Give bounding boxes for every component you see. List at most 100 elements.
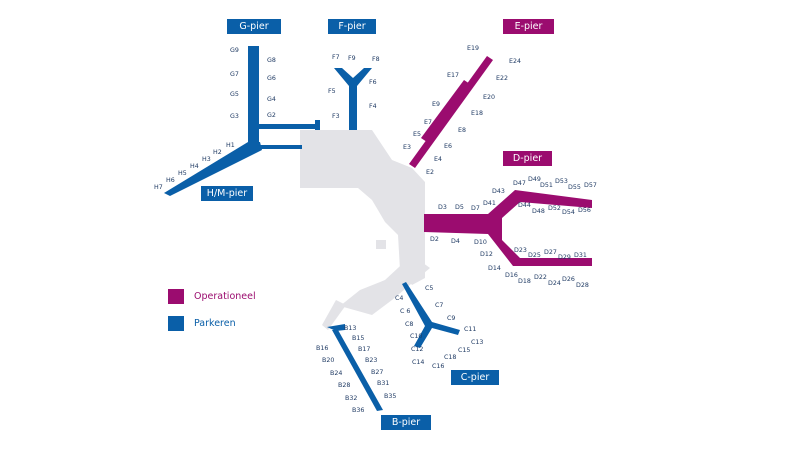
gate-label: B16 — [316, 345, 328, 352]
gate-label: E4 — [434, 156, 442, 163]
gate-label: D52 — [548, 205, 561, 212]
gate-label: C10 — [410, 333, 422, 340]
gate-label: D25 — [528, 252, 541, 259]
gate-label: C9 — [447, 315, 455, 322]
gate-label: D53 — [555, 178, 568, 185]
gate-label: E24 — [509, 58, 521, 65]
gate-label: D28 — [576, 282, 589, 289]
hm-pier-structure — [164, 142, 302, 196]
gate-label: D48 — [532, 208, 545, 215]
gate-label: G8 — [267, 57, 276, 64]
gate-label: D54 — [562, 209, 575, 216]
gate-label: H5 — [178, 170, 187, 177]
gate-label: H6 — [166, 177, 175, 184]
gate-label: E7 — [424, 119, 432, 126]
gate-label: E6 — [444, 143, 452, 150]
gate-label: B24 — [330, 370, 342, 377]
gate-label: C7 — [435, 302, 443, 309]
gate-label: D31 — [574, 252, 587, 259]
gate-label: C 6 — [400, 308, 410, 315]
f-pier-structure — [334, 68, 372, 130]
gate-label: B13 — [344, 325, 356, 332]
gate-label: H7 — [154, 184, 163, 191]
gate-label: D27 — [544, 249, 557, 256]
legend-label: Operationeel — [194, 291, 256, 302]
gate-label: C5 — [425, 285, 433, 292]
gate-label: D41 — [483, 200, 496, 207]
gate-label: F3 — [332, 113, 340, 120]
gate-label: E3 — [403, 144, 411, 151]
terminal-building — [300, 130, 430, 330]
gate-label: B35 — [384, 393, 396, 400]
gate-label: H3 — [202, 156, 211, 163]
gate-label: H2 — [213, 149, 222, 156]
gate-label: D7 — [471, 205, 480, 212]
gate-label: D57 — [584, 182, 597, 189]
gate-label: H1 — [226, 142, 235, 149]
gate-label: D5 — [455, 204, 464, 211]
gate-label: G5 — [230, 91, 239, 98]
gate-label: C12 — [411, 346, 423, 353]
d-pier-label: D-pier — [503, 151, 552, 166]
gate-label: F5 — [328, 88, 336, 95]
gate-label: E17 — [447, 72, 459, 79]
gate-label: D29 — [558, 254, 571, 261]
gate-label: C13 — [471, 339, 483, 346]
gate-label: D49 — [528, 176, 541, 183]
gate-label: C14 — [412, 359, 424, 366]
g-pier-structure — [248, 46, 320, 142]
gate-label: D4 — [451, 238, 460, 245]
gate-label: E18 — [471, 110, 483, 117]
parking-swatch — [168, 316, 184, 331]
gate-label: B15 — [352, 335, 364, 342]
gate-label: D16 — [505, 272, 518, 279]
b-pier-label: B-pier — [381, 415, 431, 430]
gate-label: C18 — [444, 354, 456, 361]
g-pier-label: G-pier — [227, 19, 281, 34]
gate-label: D14 — [488, 265, 501, 272]
d-pier-structure — [424, 190, 592, 266]
gate-label: D2 — [430, 236, 439, 243]
gate-label: E22 — [496, 75, 508, 82]
c-pier-label: C-pier — [451, 370, 499, 385]
gate-label: C11 — [464, 326, 476, 333]
gate-label: D23 — [514, 247, 527, 254]
gate-label: D3 — [438, 204, 447, 211]
gate-label: D12 — [480, 251, 493, 258]
gate-label: D24 — [548, 280, 561, 287]
gate-label: D18 — [518, 278, 531, 285]
gate-label: G6 — [267, 75, 276, 82]
e-pier-structure — [409, 56, 493, 168]
gate-label: F9 — [348, 55, 356, 62]
gate-label: D26 — [562, 276, 575, 283]
gate-label: E2 — [426, 169, 434, 176]
gate-label: D43 — [492, 188, 505, 195]
gate-label: E19 — [467, 45, 479, 52]
gate-label: B31 — [377, 380, 389, 387]
hm-pier-label: H/M-pier — [201, 186, 253, 201]
gate-label: D44 — [518, 202, 531, 209]
gate-label: E5 — [413, 131, 421, 138]
operational-swatch — [168, 289, 184, 304]
gate-label: H4 — [190, 163, 199, 170]
gate-label: B17 — [358, 346, 370, 353]
gate-label: D51 — [540, 182, 553, 189]
gate-label: G4 — [267, 96, 276, 103]
legend-label: Parkeren — [194, 318, 236, 329]
gate-label: D10 — [474, 239, 487, 246]
c-pier-structure — [402, 282, 460, 348]
gate-label: G7 — [230, 71, 239, 78]
legend-operational: Operationeel — [168, 289, 256, 304]
gate-labels: G9 G8 G7 G6 G5 G4 G3 G2 F7 F9 F8 F6 F5 F… — [154, 45, 597, 414]
gate-label: G3 — [230, 113, 239, 120]
gate-label: C4 — [395, 295, 403, 302]
gate-label: E20 — [483, 94, 495, 101]
gate-label: B32 — [345, 395, 357, 402]
f-pier-label: F-pier — [328, 19, 376, 34]
gate-label: E9 — [432, 101, 440, 108]
gate-label: D47 — [513, 180, 526, 187]
gate-label: G9 — [230, 47, 239, 54]
gate-label: F7 — [332, 54, 340, 61]
gate-label: F6 — [369, 79, 377, 86]
gate-label: C8 — [405, 321, 413, 328]
